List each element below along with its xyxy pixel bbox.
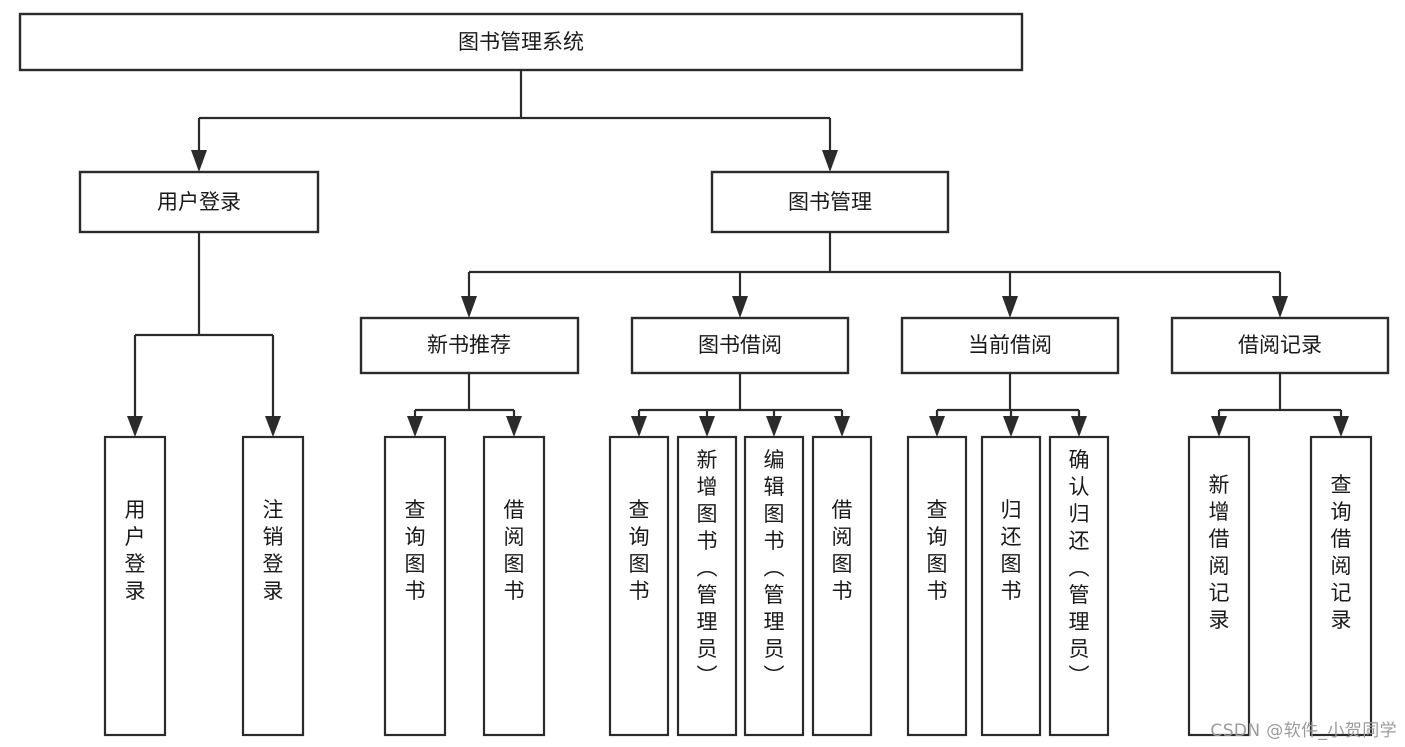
node-borrow-record[interactable]: 借阅记录 [1170, 316, 1390, 375]
leaf-add-record-box[interactable] [1187, 435, 1251, 737]
leaf-query-book-1-box[interactable] [383, 435, 447, 737]
node-book-borrow[interactable]: 图书借阅 [630, 316, 850, 375]
node-root-box[interactable] [18, 12, 1024, 72]
node-user-login-box[interactable] [78, 170, 320, 234]
node-user-login-label: 用户登录 [157, 190, 241, 214]
leaf-return-book-label: 归还图书 [1001, 498, 1022, 603]
node-current-borrow-box[interactable] [900, 316, 1120, 375]
leaf-confirm-return-box[interactable] [1048, 435, 1110, 737]
leaf-query-book-3-label: 查询图书 [927, 498, 948, 603]
node-new-book-recommend[interactable]: 新书推荐 [359, 316, 580, 375]
arrowhead-leaf-add-book [699, 416, 715, 437]
leaf-return-book-box[interactable] [980, 435, 1042, 737]
leaf-query-record-box[interactable] [1309, 435, 1373, 737]
node-book-borrow-box[interactable] [630, 316, 850, 375]
leaf-logout-label: 注销登录 [263, 498, 284, 603]
arrowhead-book-borrow [732, 296, 748, 318]
node-book-manage-box[interactable] [710, 170, 950, 234]
arrowhead-leaf-borrow-book-2 [834, 416, 850, 437]
node-user-login[interactable]: 用户登录 [78, 170, 320, 234]
node-new-book-recommend-label: 新书推荐 [427, 333, 511, 357]
leaf-confirm-return-label: 确认归还︵管理员︶ [1069, 448, 1090, 688]
arrowhead-leaf-edit-book [766, 416, 782, 437]
arrowhead-leaf-confirm-return [1071, 416, 1087, 437]
arrowhead-leaf-user-login [127, 416, 143, 437]
leaf-add-record-label: 新增借阅记录 [1209, 473, 1230, 632]
arrowhead-leaf-query-book-2 [631, 416, 647, 437]
node-book-manage-label: 图书管理 [788, 190, 872, 214]
node-new-book-recommend-box[interactable] [359, 316, 580, 375]
leaf-borrow-book-1[interactable]: 借阅图书 [482, 435, 546, 737]
leaf-logout-box[interactable] [241, 435, 305, 737]
leaf-borrow-book-1-box[interactable] [482, 435, 546, 737]
arrowhead-user-login [191, 150, 207, 172]
leaf-edit-book-box[interactable] [743, 435, 805, 737]
leaf-add-book[interactable]: 新增图书︵管理员︶ [676, 435, 738, 737]
arrowhead-leaf-logout [265, 416, 281, 437]
arrowhead-leaf-add-record [1211, 416, 1227, 437]
arrowhead-leaf-query-book-3 [929, 416, 945, 437]
leaf-confirm-return[interactable]: 确认归还︵管理员︶ [1048, 435, 1110, 737]
leaf-query-book-3[interactable]: 查询图书 [906, 435, 968, 737]
csdn-watermark: CSDN @软件_小贺同学 [1210, 721, 1397, 741]
leaf-query-book-2[interactable]: 查询图书 [608, 435, 670, 737]
leaf-add-book-label: 新增图书︵管理员︶ [697, 448, 718, 688]
leaf-borrow-book-1-label: 借阅图书 [504, 498, 525, 603]
node-root-label: 图书管理系统 [458, 30, 584, 54]
node-borrow-record-box[interactable] [1170, 316, 1390, 375]
leaf-add-record[interactable]: 新增借阅记录 [1187, 435, 1251, 737]
arrowhead-book-manage [822, 150, 838, 172]
leaf-user-login[interactable]: 用户登录 [103, 435, 167, 737]
leaf-query-book-1-label: 查询图书 [405, 498, 426, 603]
node-borrow-record-label: 借阅记录 [1238, 333, 1322, 357]
leaf-borrow-book-2[interactable]: 借阅图书 [811, 435, 873, 737]
leaf-query-book-1[interactable]: 查询图书 [383, 435, 447, 737]
arrowhead-leaf-query-record [1333, 416, 1349, 437]
leaf-query-record[interactable]: 查询借阅记录 [1309, 435, 1373, 737]
leaf-query-record-label: 查询借阅记录 [1331, 473, 1352, 632]
leaf-borrow-book-2-label: 借阅图书 [832, 498, 853, 603]
arrowhead-current-borrow [1002, 296, 1018, 318]
leaf-query-book-2-label: 查询图书 [629, 498, 650, 603]
arrowhead-leaf-return-book [1003, 416, 1019, 437]
connector-layer [127, 70, 1349, 437]
node-root[interactable]: 图书管理系统 [18, 12, 1024, 72]
node-book-manage[interactable]: 图书管理 [710, 170, 950, 234]
leaf-user-login-label: 用户登录 [125, 498, 146, 603]
leaf-query-book-3-box[interactable] [906, 435, 968, 737]
node-current-borrow[interactable]: 当前借阅 [900, 316, 1120, 375]
leaf-logout[interactable]: 注销登录 [241, 435, 305, 737]
node-current-borrow-label: 当前借阅 [968, 333, 1052, 357]
node-book-borrow-label: 图书借阅 [698, 333, 782, 357]
leaf-user-login-box[interactable] [103, 435, 167, 737]
arrowhead-new-book-recommend [461, 296, 477, 318]
leaf-query-book-2-box[interactable] [608, 435, 670, 737]
arrowhead-leaf-query-book-1 [407, 416, 423, 437]
leaf-return-book[interactable]: 归还图书 [980, 435, 1042, 737]
leaf-edit-book[interactable]: 编辑图书︵管理员︶ [743, 435, 805, 737]
arrowhead-borrow-record [1272, 296, 1288, 318]
leaf-borrow-book-2-box[interactable] [811, 435, 873, 737]
leaf-edit-book-label: 编辑图书︵管理员︶ [764, 448, 785, 688]
arrowhead-leaf-borrow-book-1 [506, 416, 522, 437]
leaf-add-book-box[interactable] [676, 435, 738, 737]
